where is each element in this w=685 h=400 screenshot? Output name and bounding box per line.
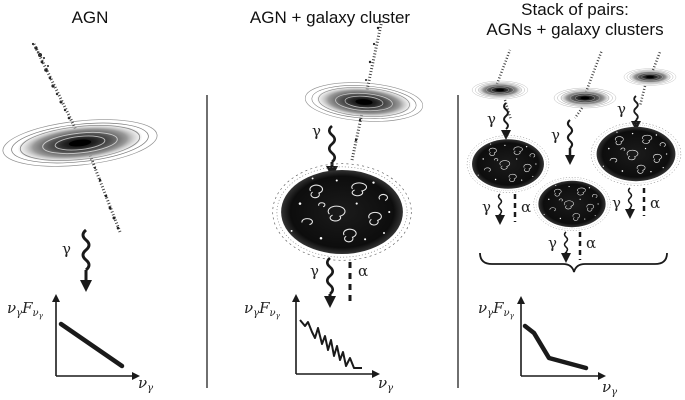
gamma-label-1: γ	[62, 240, 71, 258]
photon-arrow-2a	[326, 124, 338, 178]
panel-3-title-line2: AGNs + galaxy clusters	[486, 20, 664, 39]
gamma-label-3c: γ	[617, 100, 626, 118]
x-axis-label-3: νγ	[602, 378, 617, 398]
spectrum-plot-2	[292, 294, 380, 378]
gamma-label-3d: γ	[482, 198, 491, 216]
y-axis-label-3: νγFνγ	[478, 299, 515, 320]
gamma-label-3f: γ	[612, 194, 621, 212]
photon-arrow-1	[80, 228, 92, 292]
agn-stack-1	[471, 49, 529, 121]
y-axis-label-2: νγFνγ	[244, 299, 281, 320]
spectrum-line-1	[58, 321, 125, 369]
galaxy-cluster-3b	[533, 177, 611, 231]
photon-arrow-3a	[501, 102, 511, 140]
x-axis-label-2: νγ	[378, 374, 393, 394]
photon-alp-pair-3b	[561, 231, 582, 263]
galaxy-cluster-3a	[466, 135, 550, 193]
photon-arrow-3c	[631, 95, 641, 131]
x-axis-label-1: νγ	[138, 374, 153, 394]
panel-2-title: AGN + galaxy cluster	[249, 8, 411, 27]
alpha-label-3c: α	[650, 194, 660, 212]
alpha-label-3b: α	[586, 234, 596, 252]
agn-illustration	[0, 42, 160, 233]
gamma-label-3b: γ	[551, 126, 560, 144]
galaxy-cluster-3c	[590, 122, 682, 186]
agn-illustration-2	[303, 19, 425, 161]
agn-stack-3	[623, 51, 677, 107]
alpha-label-2: α	[358, 262, 368, 280]
panel-3-title-line1: Stack of pairs:	[521, 0, 629, 19]
gamma-label-2b: γ	[310, 262, 319, 280]
photon-alp-pair-3a	[495, 193, 517, 225]
spectrum-line-3	[522, 323, 589, 371]
spectrum-line-2	[299, 319, 362, 369]
photon-alp-pair-3c	[625, 187, 646, 219]
gamma-label-3a: γ	[487, 110, 496, 128]
stack-brace	[479, 252, 668, 273]
photon-arrow-2b	[324, 256, 336, 308]
spectrum-plot-3	[517, 296, 606, 380]
gamma-label-2a: γ	[312, 122, 321, 140]
spectrum-plot-1	[52, 294, 140, 380]
photon-arrow-3b	[565, 118, 575, 165]
gamma-label-3e: γ	[548, 234, 557, 252]
alpha-label-3a: α	[521, 198, 531, 216]
panel-1-title: AGN	[71, 8, 109, 27]
y-axis-label-1: νγFνγ	[7, 299, 44, 320]
galaxy-cluster-2	[272, 163, 412, 261]
agn-stack-2	[553, 49, 617, 119]
